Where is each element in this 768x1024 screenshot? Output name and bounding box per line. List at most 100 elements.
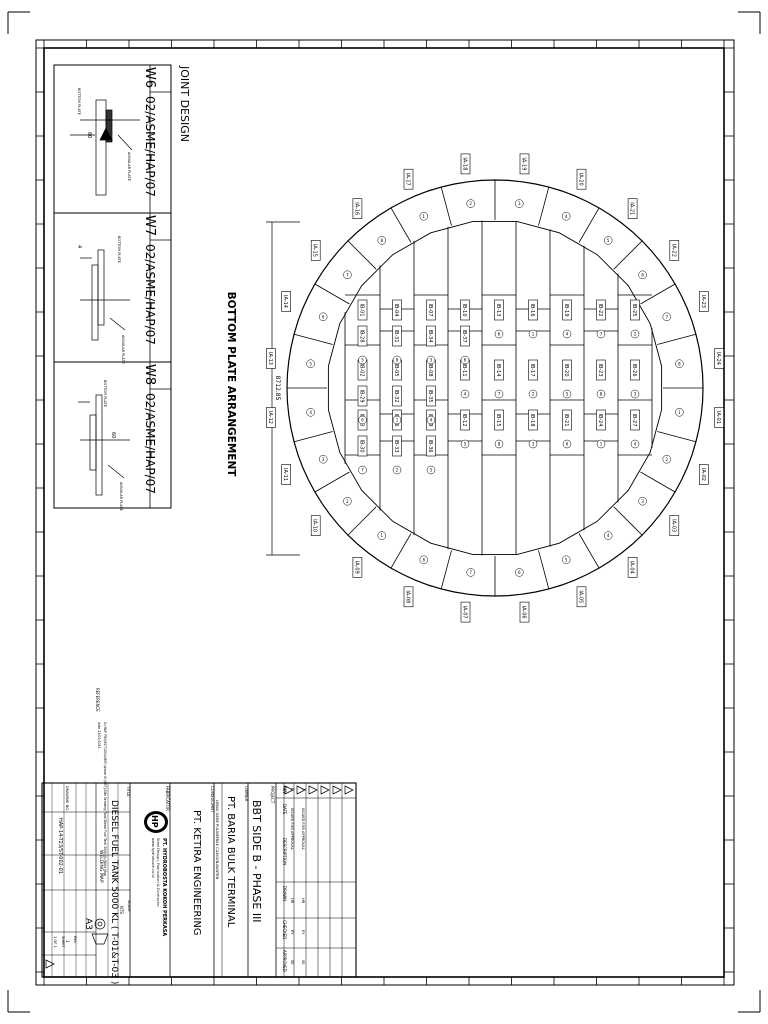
annular-seam xyxy=(640,283,676,305)
zone-number: 4 xyxy=(430,418,433,423)
zone-number: 4 xyxy=(634,442,637,447)
annular-seam xyxy=(578,533,600,569)
bottom-plate-label-text: IB-30 xyxy=(359,439,365,452)
zone-marker xyxy=(638,496,647,506)
zone-marker xyxy=(318,454,328,464)
joint-design-panel: JOINT DESIGN W6 02/ASME/HAP/07 W7 02/ASM… xyxy=(53,64,191,511)
label-box xyxy=(576,168,587,190)
bottom-plate-label: IB-13 xyxy=(494,299,504,321)
annular-seam xyxy=(390,533,412,569)
projection-symbol xyxy=(91,918,109,945)
annular-label: IA-22 xyxy=(669,240,680,261)
annular-label-text: IA-14 xyxy=(282,295,288,308)
zone-number: 1 xyxy=(396,418,399,423)
zone-number: 4 xyxy=(607,533,610,538)
bottom-plate-label: IB-23 xyxy=(596,359,606,381)
label-box xyxy=(576,586,587,608)
zone-number: 8 xyxy=(423,557,426,562)
zone-number: 1 xyxy=(532,332,535,337)
zone-marker xyxy=(494,439,504,449)
fabricator-web: www.hydroboste.co.id xyxy=(151,838,155,878)
bottom-plate-label: IB-34 xyxy=(426,325,436,347)
zone-marker xyxy=(460,439,470,449)
zone-number: 6 xyxy=(566,442,569,447)
zone-number: 1 xyxy=(678,410,681,415)
annular-label: IA-13 xyxy=(266,348,276,369)
annular-label: IA-09 xyxy=(352,556,363,578)
w8-detail-label-1: BOTTOM PLATE xyxy=(103,380,107,407)
label-box xyxy=(630,359,640,381)
drawing-subtitle: WELDING MAP xyxy=(98,850,104,883)
bottom-plates xyxy=(287,180,703,596)
scale-value: NTS xyxy=(119,906,124,914)
label-box xyxy=(403,168,414,190)
joint-w8-id: W8 xyxy=(142,364,157,385)
joint-w8-ref: 02/ASME/HAP/07 xyxy=(143,393,157,494)
w8-detail-label-2: ANNULAR PLATE xyxy=(119,482,123,511)
label-box xyxy=(528,359,538,381)
annular-label: IA-21 xyxy=(627,198,638,219)
zone-number: 3 xyxy=(322,457,325,462)
diameter-value: 8712.85 xyxy=(274,376,281,401)
zone-number: 4 xyxy=(565,214,568,219)
bottom-plate-label: IB-12 xyxy=(460,409,470,431)
annular-label: IA-11 xyxy=(281,464,292,485)
bottom-plate-label: IB-20 xyxy=(562,359,572,381)
joint-design-frame xyxy=(53,64,172,509)
weld-detail-w6 xyxy=(70,99,140,196)
label-box xyxy=(426,299,436,321)
label-box xyxy=(698,464,709,485)
annular-seam xyxy=(613,506,643,536)
annular-label: IA-18 xyxy=(460,153,471,175)
zone-marker xyxy=(426,415,436,425)
bottom-plate-label-text: IB-32 xyxy=(393,389,399,402)
label-box xyxy=(714,407,724,428)
label-box xyxy=(460,601,471,623)
bottom-plate-label: IB-33 xyxy=(392,435,402,457)
bottom-plate-label-text: IB-08 xyxy=(427,363,433,376)
label-box xyxy=(352,198,363,219)
zone-number: 7 xyxy=(498,392,501,397)
zone-number: 4 xyxy=(566,332,569,337)
owner-name: PT. BARIA BULK TERMINAL xyxy=(225,796,236,928)
revision-0-checked: EY xyxy=(290,930,294,935)
zone-marker xyxy=(426,465,436,475)
bottom-plate-label-text: IB-37 xyxy=(461,329,467,342)
fabricator-name: PT. HYDROBOSTA KOKOH PERKASA xyxy=(161,838,167,936)
zone-marker xyxy=(306,359,315,368)
revision-header-drawn: DRAWN xyxy=(282,886,287,901)
outer-border xyxy=(35,39,735,986)
bottom-plate-label-text: IB-13 xyxy=(495,303,501,316)
label-box xyxy=(310,515,321,536)
annular-label: IA-04 xyxy=(627,556,638,578)
joint-w6-ref: 02/ASME/HAP/07 xyxy=(143,96,157,197)
bottom-plate-label: IB-11 xyxy=(460,359,470,381)
annular-label-text: IA-03 xyxy=(670,519,676,532)
zone-number: 3 xyxy=(518,201,521,206)
zone-number: 8 xyxy=(678,361,681,366)
bottom-plate-label-text: IB-15 xyxy=(495,413,501,426)
zone-number: 7 xyxy=(666,314,669,319)
annular-seam xyxy=(314,283,350,305)
bottom-plate-label: IB-36 xyxy=(426,435,436,457)
zone-number: 1 xyxy=(600,442,603,447)
zone-marker xyxy=(603,236,613,245)
revision-triangles xyxy=(45,785,354,969)
annular-label-text: IA-04 xyxy=(629,561,635,574)
zone-number: 6 xyxy=(464,358,467,363)
bottom-plate-label: IB-25 xyxy=(630,299,640,321)
annular-label: IA-16 xyxy=(352,198,363,219)
zone-marker xyxy=(466,568,475,577)
label-box xyxy=(596,409,606,431)
annular-label-text: IA-19 xyxy=(521,157,527,170)
annular-label-text: IA-15 xyxy=(312,244,318,257)
zone-marker xyxy=(515,568,524,577)
label-box xyxy=(562,299,572,321)
annular-label-text: IA-23 xyxy=(700,295,706,308)
fabricator-logo: HP xyxy=(144,811,168,833)
zone-marker xyxy=(419,211,429,221)
zone-number: 2 xyxy=(346,499,349,504)
label-box xyxy=(630,409,640,431)
svg-text:HP: HP xyxy=(150,815,159,828)
w6-detail-dim: 60 xyxy=(86,132,92,138)
